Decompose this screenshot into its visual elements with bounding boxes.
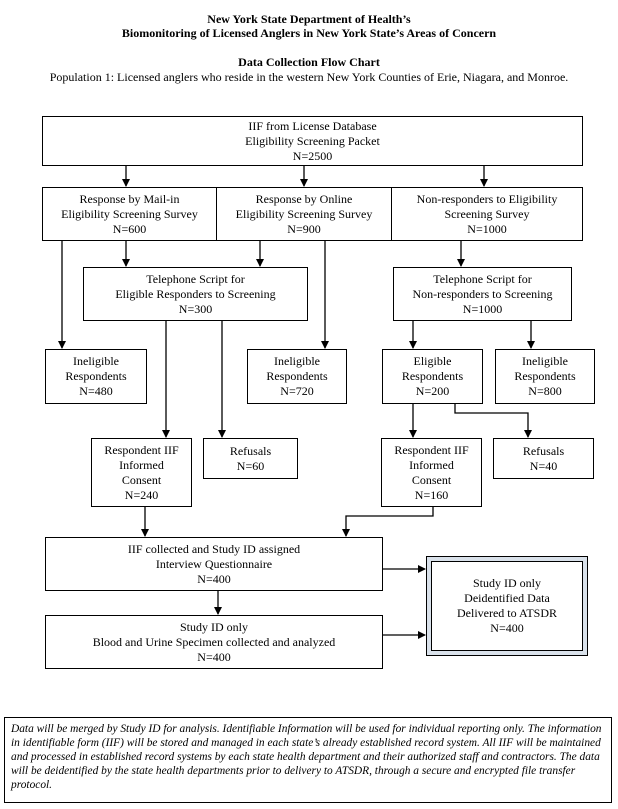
- org-title: New York State Department of Health’s: [207, 12, 411, 26]
- box-line: N=1000: [467, 221, 507, 236]
- population-description: Population 1: Licensed anglers who resid…: [49, 70, 569, 84]
- box-line: IIF collected and Study ID assigned: [127, 541, 301, 556]
- box-line: N=720: [280, 384, 314, 398]
- box-line: N=480: [79, 384, 113, 398]
- box-line: Ineligible: [522, 354, 568, 368]
- data-handling-note: Data will be merged by Study ID for anal…: [4, 717, 612, 803]
- box-line: Ineligible: [274, 354, 320, 368]
- box-line: Delivered to ATSDR: [457, 606, 557, 620]
- box-line: Telephone Script for: [433, 271, 532, 286]
- box-line: N=40: [529, 458, 558, 473]
- box-line: Interview Questionnaire: [155, 556, 273, 571]
- refusals-40-box: Refusals N=40: [493, 438, 594, 479]
- box-line: Eligible: [413, 354, 452, 368]
- refusals-60-box: Refusals N=60: [203, 438, 298, 479]
- box-line: Deidentified Data: [464, 591, 550, 605]
- box-line: Informed: [409, 457, 454, 472]
- box-line: N=160: [414, 487, 449, 502]
- box-line: Consent: [121, 472, 162, 487]
- box-line: N=800: [528, 384, 562, 398]
- box-line: N=2500: [292, 148, 333, 163]
- box-line: N=400: [197, 571, 231, 586]
- ineligible-720-box: Ineligible Respondents N=720: [247, 349, 347, 404]
- box-line: Respondents: [514, 369, 576, 383]
- box-line: Respondent IIF: [104, 442, 179, 457]
- box-line: Non-responders to Eligibility: [416, 191, 558, 206]
- atsdr-delivery-box: Study ID only Deidentified Data Delivere…: [426, 556, 588, 656]
- box-line: Screening Survey: [444, 206, 530, 221]
- iif-license-database-box: IIF from License Database Eligibility Sc…: [42, 116, 583, 166]
- box-line: Blood and Urine Specimen collected and a…: [92, 634, 336, 649]
- box-line: N=200: [415, 384, 450, 398]
- program-title: Biomonitoring of Licensed Anglers in New…: [121, 26, 497, 40]
- iif-collected-box: IIF collected and Study ID assigned Inte…: [45, 537, 383, 591]
- consent-240-box: Respondent IIF Informed Consent N=240: [91, 438, 192, 507]
- box-line: Informed: [119, 457, 164, 472]
- box-line: Non-responders to Screening: [412, 286, 553, 301]
- box-line: Eligibility Screening Survey: [61, 206, 198, 221]
- box-line: Respondent IIF: [394, 442, 469, 457]
- non-responders-box: Non-responders to Eligibility Screening …: [391, 187, 583, 241]
- box-line: Eligibility Screening Packet: [245, 133, 380, 148]
- mail-in-response-box: Response by Mail-in Eligibility Screenin…: [42, 187, 217, 241]
- ineligible-800-box: Ineligible Respondents N=800: [495, 349, 595, 404]
- box-line: Telephone Script for: [146, 271, 245, 286]
- box-line: Refusals: [229, 443, 272, 458]
- atsdr-delivery-inner: Study ID only Deidentified Data Delivere…: [431, 561, 583, 651]
- box-line: Consent: [411, 472, 452, 487]
- box-line: Respondents: [65, 369, 127, 383]
- box-line: Response by Mail-in: [79, 191, 180, 206]
- eligible-200-box: Eligible Respondents N=200: [382, 349, 483, 404]
- online-response-box: Response by Online Eligibility Screening…: [216, 187, 392, 241]
- ineligible-480-box: Ineligible Respondents N=480: [45, 349, 147, 404]
- box-line: N=400: [197, 649, 231, 664]
- telephone-eligible-box: Telephone Script for Eligible Responders…: [83, 267, 308, 321]
- box-line: N=400: [490, 621, 524, 635]
- box-line: N=900: [287, 221, 321, 236]
- box-line: N=60: [236, 458, 265, 473]
- box-line: N=240: [124, 487, 159, 502]
- box-line: N=600: [112, 221, 147, 236]
- consent-160-box: Respondent IIF Informed Consent N=160: [381, 438, 482, 507]
- box-line: Refusals: [522, 443, 565, 458]
- specimen-box: Study ID only Blood and Urine Specimen c…: [45, 615, 383, 669]
- box-line: Eligible Responders to Screening: [115, 286, 276, 301]
- box-line: Ineligible: [73, 354, 119, 368]
- box-line: Respondents: [266, 369, 328, 383]
- box-line: Eligibility Screening Survey: [235, 206, 373, 221]
- box-line: Response by Online: [255, 191, 353, 206]
- box-line: N=300: [178, 301, 213, 316]
- box-line: Study ID only: [472, 576, 541, 590]
- box-line: Study ID only: [179, 619, 248, 634]
- chart-title: Data Collection Flow Chart: [238, 55, 380, 69]
- telephone-non-responders-box: Telephone Script for Non-responders to S…: [393, 267, 572, 321]
- box-line: Respondents: [401, 369, 464, 383]
- box-line: N=1000: [462, 301, 503, 316]
- box-line: IIF from License Database: [248, 118, 377, 133]
